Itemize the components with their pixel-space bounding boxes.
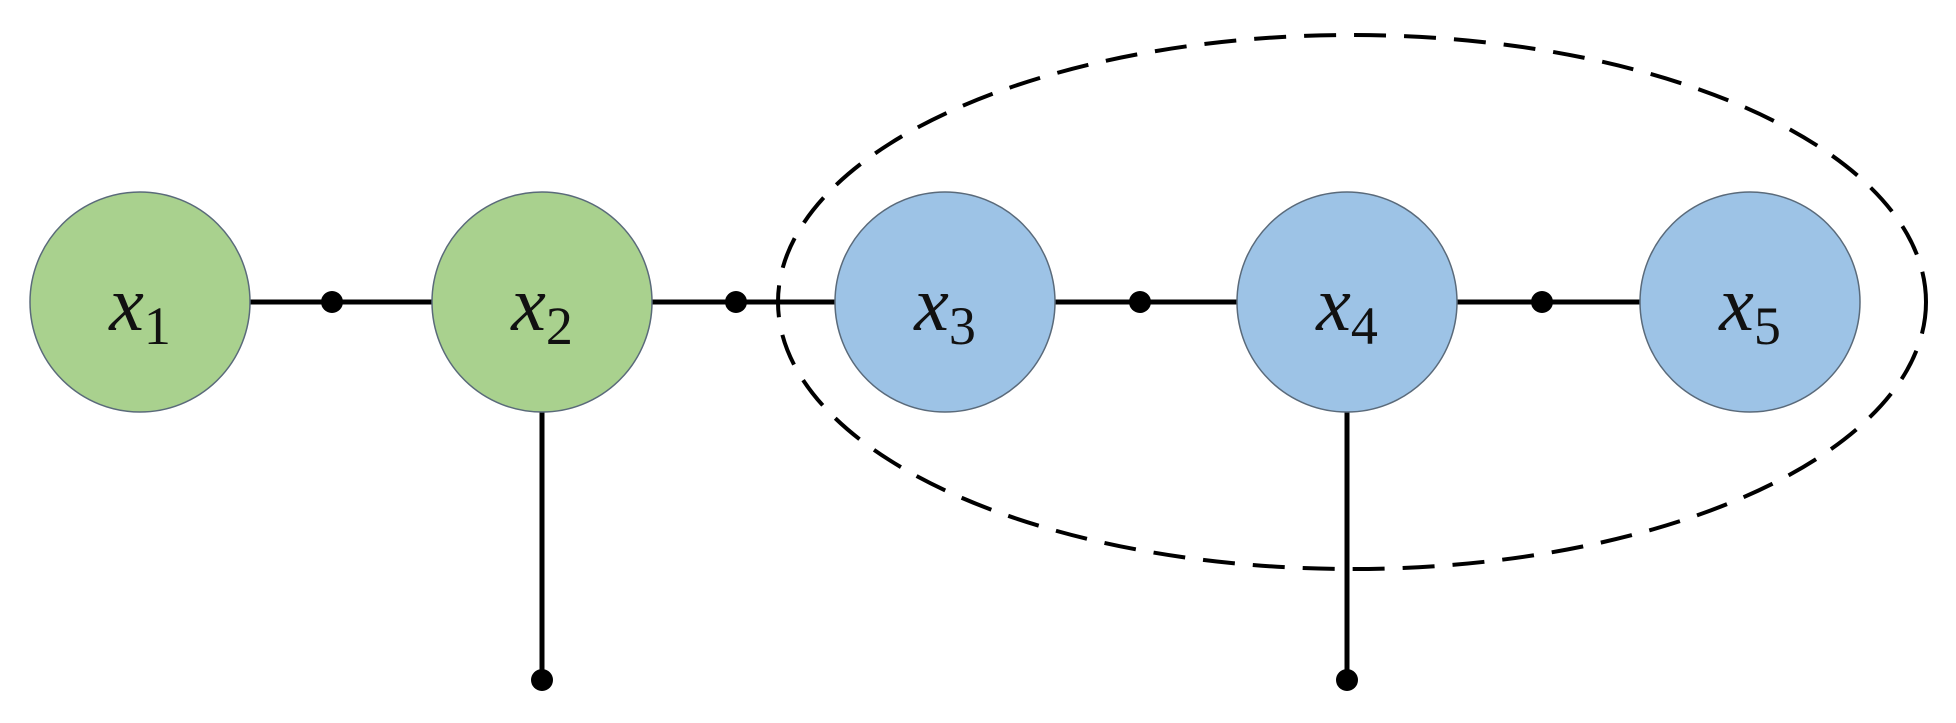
factor-dot-x2-prior <box>531 669 553 691</box>
svg-text:x4: x4 <box>1315 260 1378 356</box>
node-x3-sub: 3 <box>949 296 976 356</box>
factor-dot-x4-x5 <box>1531 291 1553 313</box>
node-x4: x4 <box>1236 191 1458 413</box>
factor-dot-x2-x3 <box>725 291 747 313</box>
svg-text:x5: x5 <box>1718 260 1781 356</box>
node-x2: x2 <box>431 191 653 413</box>
node-x4-sub: 4 <box>1351 296 1378 356</box>
node-x1-circle <box>29 191 251 413</box>
node-x5: x5 <box>1639 191 1861 413</box>
node-x2-var: x <box>510 260 546 347</box>
node-x1: x1 <box>29 191 251 413</box>
node-x5-var: x <box>1718 260 1754 347</box>
node-x3-var: x <box>913 260 949 347</box>
node-x2-sub: 2 <box>546 296 573 356</box>
node-x4-var: x <box>1315 260 1351 347</box>
factor-dot-x4-prior <box>1336 669 1358 691</box>
factor-dot-x1-x2 <box>321 291 343 313</box>
node-x3: x3 <box>834 191 1056 413</box>
node-x3-circle <box>834 191 1056 413</box>
svg-text:x2: x2 <box>510 260 573 356</box>
svg-text:x1: x1 <box>108 260 171 356</box>
node-x2-circle <box>431 191 653 413</box>
node-x5-sub: 5 <box>1754 296 1781 356</box>
node-x1-var: x <box>108 260 144 347</box>
node-x1-sub: 1 <box>144 296 171 356</box>
node-x4-circle <box>1236 191 1458 413</box>
node-x5-circle <box>1639 191 1861 413</box>
svg-text:x3: x3 <box>913 260 976 356</box>
factor-dot-x3-x4 <box>1129 291 1151 313</box>
